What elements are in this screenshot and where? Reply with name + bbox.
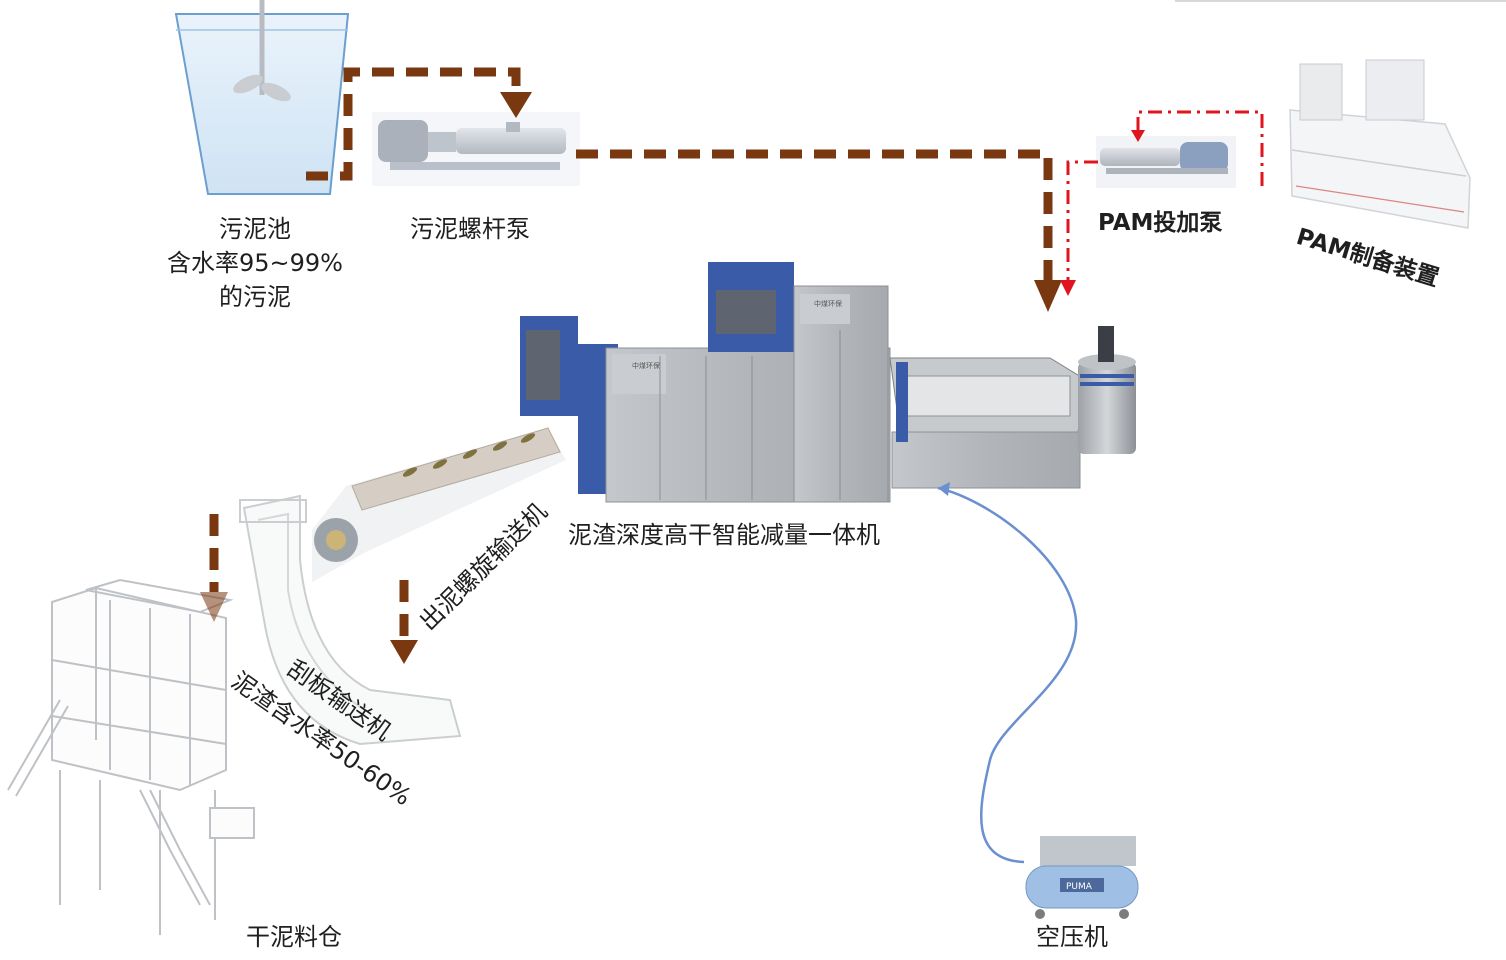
compressor-label: 空压机	[1036, 923, 1108, 951]
sludge-flow-lines	[209, 67, 1053, 640]
air-compressor-icon	[1025, 836, 1139, 919]
sludge-screw-pump-icon	[372, 112, 580, 186]
compressor-brand: PUMA	[1066, 882, 1093, 892]
sludge-pool-title: 污泥池	[219, 215, 291, 243]
sludge-pool-moisture: 含水率95~99%	[167, 249, 343, 277]
machine-plate-1: 中煤环保	[632, 361, 660, 370]
screw-pump-label: 污泥螺杆泵	[410, 215, 530, 243]
sludge-pool-label: 污泥池 含水率95~99% 的污泥	[160, 212, 350, 314]
compressed-air-arrowhead	[938, 482, 950, 496]
dry-sludge-silo-icon	[7, 578, 255, 935]
pam-dosing-pump-icon	[1096, 136, 1236, 188]
sludge-pool-desc: 的污泥	[219, 283, 291, 311]
sludge-flow-arrowheads	[200, 92, 1062, 664]
top-divider	[1175, 0, 1506, 2]
scraper-conveyor-icon	[239, 494, 462, 746]
pam-flow-lines	[1066, 110, 1264, 284]
pam-preparation-unit-icon	[1289, 59, 1471, 229]
main-machine-label: 泥渣深度高干智能减量一体机	[568, 521, 880, 549]
machine-plate-2: 中煤环保	[814, 299, 842, 308]
pam-flow-arrowheads	[1060, 130, 1145, 296]
silo-label: 干泥料仓	[246, 923, 342, 951]
compressed-air-line	[937, 486, 1078, 864]
main-dewatering-machine-icon	[520, 262, 1136, 503]
pam-pump-label: PAM投加泵	[1098, 210, 1223, 236]
screw-conveyor-icon	[312, 427, 566, 582]
sludge-pool-icon	[174, 0, 350, 195]
